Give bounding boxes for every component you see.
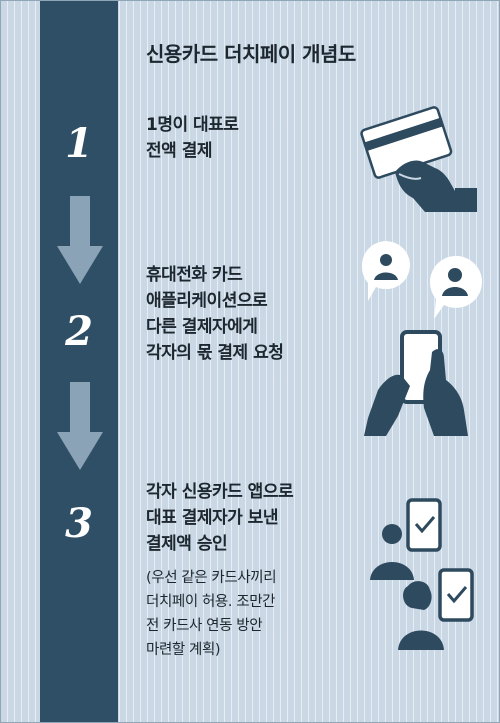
step-2-line: 휴대전화 카드 (146, 265, 243, 285)
step-number-3: 3 (65, 500, 93, 547)
page-title: 신용카드 더치페이 개념도 (146, 42, 356, 66)
step-3-line: 각자 신용카드 앱으로 (146, 482, 294, 502)
step-3-line: 결제액 승인 (146, 534, 228, 554)
step-2-line: 다른 결제자에게 (146, 317, 258, 337)
step-3-note-line: (우선 같은 카드사끼리 (146, 570, 277, 586)
step-2-line: 각자의 몫 결제 요청 (146, 343, 284, 363)
down-arrow-icon (57, 196, 103, 284)
down-arrow-icon (57, 382, 103, 470)
step-1-text: 1명이 대표로 전액 결제 (146, 112, 239, 164)
step-1-line: 전액 결제 (146, 141, 212, 161)
step-2-line: 애플리케이션으로 (146, 291, 268, 311)
step-3-note: (우선 같은 카드사끼리 더치페이 허용. 조만간 전 카드사 연동 방안 마련… (146, 566, 277, 662)
phone-request-icon (361, 241, 482, 436)
step-3-note-line: 전 카드사 연동 방안 (146, 618, 263, 634)
card-payment-icon (360, 106, 477, 212)
approval-users-icon (370, 498, 474, 650)
step-3-text: 각자 신용카드 앱으로 대표 결제자가 보낸 결제액 승인 (146, 479, 294, 557)
step-2-text: 휴대전화 카드 애플리케이션으로 다른 결제자에게 각자의 몫 결제 요청 (146, 262, 284, 366)
step-1-line: 1명이 대표로 (146, 115, 239, 135)
person-bubble-icon (429, 255, 482, 319)
step-band (40, 0, 118, 723)
step-number-2: 2 (65, 308, 93, 355)
person-bubble-icon (361, 241, 410, 301)
step-3-line: 대표 결제자가 보낸 (146, 508, 278, 528)
step-3-note-line: 더치페이 허용. 조만간 (146, 594, 276, 610)
step-number-1: 1 (65, 120, 93, 167)
step-3-note-line: 마련할 계획) (146, 642, 221, 658)
